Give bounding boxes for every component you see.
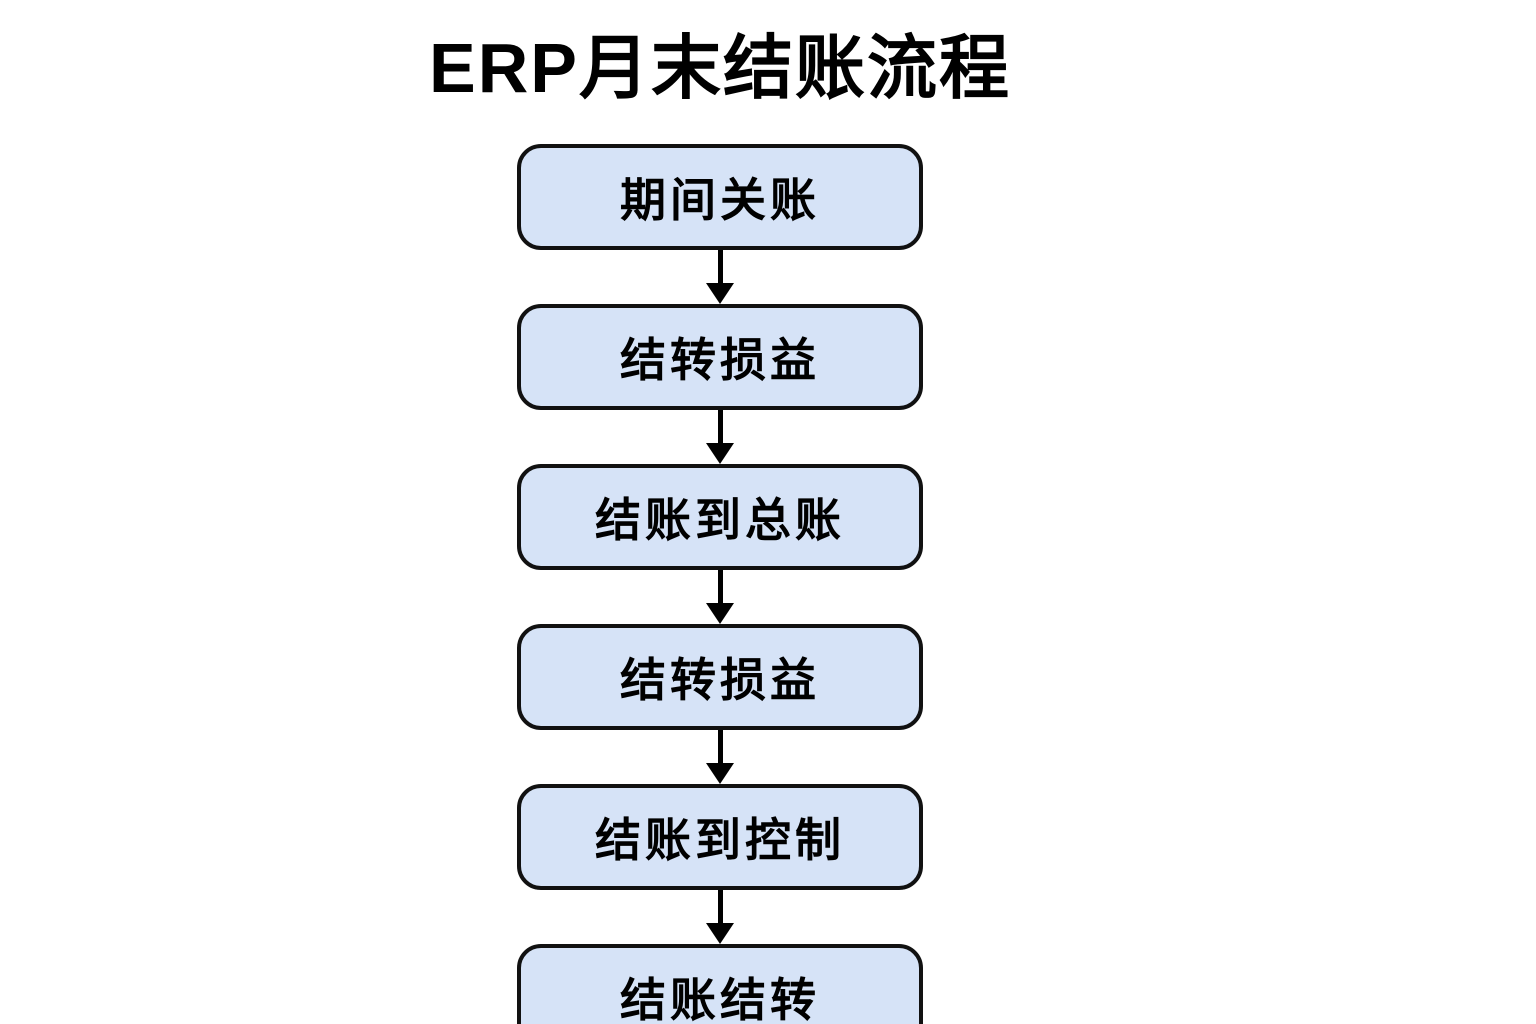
flow-node-period-close: 期间关账 [517,144,923,250]
flow-node-label: 结转损益 [620,654,820,706]
flow-node-closing-carry-forward: 结账结转 [517,944,923,1024]
flow-node-label: 结账结转 [620,974,820,1024]
arrow-shaft [717,570,723,603]
arrow-head [706,603,734,624]
arrow-head [706,763,734,784]
arrow-down-icon [706,890,734,944]
arrow-shaft [717,730,723,763]
arrow-down-icon [706,570,734,624]
flow-node-carry-forward-pl-2: 结转损益 [517,624,923,730]
arrow-head [706,443,734,464]
flow-node-label: 期间关账 [620,174,820,226]
arrow-down-icon [706,250,734,304]
diagram-title: ERP月末结账流程 [429,29,1011,107]
arrow-shaft [717,890,723,923]
flow-node-label: 结账到控制 [595,814,845,866]
flow-node-label: 结转损益 [620,334,820,386]
arrow-down-icon [706,730,734,784]
arrow-down-icon [706,410,734,464]
arrow-head [706,923,734,944]
flow-node-close-to-controlling: 结账到控制 [517,784,923,890]
flowchart-column: 期间关账 结转损益 结账到总账 结转损益 结账到控制 [517,144,923,1024]
flow-node-close-to-general-ledger: 结账到总账 [517,464,923,570]
arrow-shaft [717,250,723,283]
arrow-head [706,283,734,304]
arrow-shaft [717,410,723,443]
flow-node-label: 结账到总账 [595,494,845,546]
flow-node-carry-forward-pl-1: 结转损益 [517,304,923,410]
